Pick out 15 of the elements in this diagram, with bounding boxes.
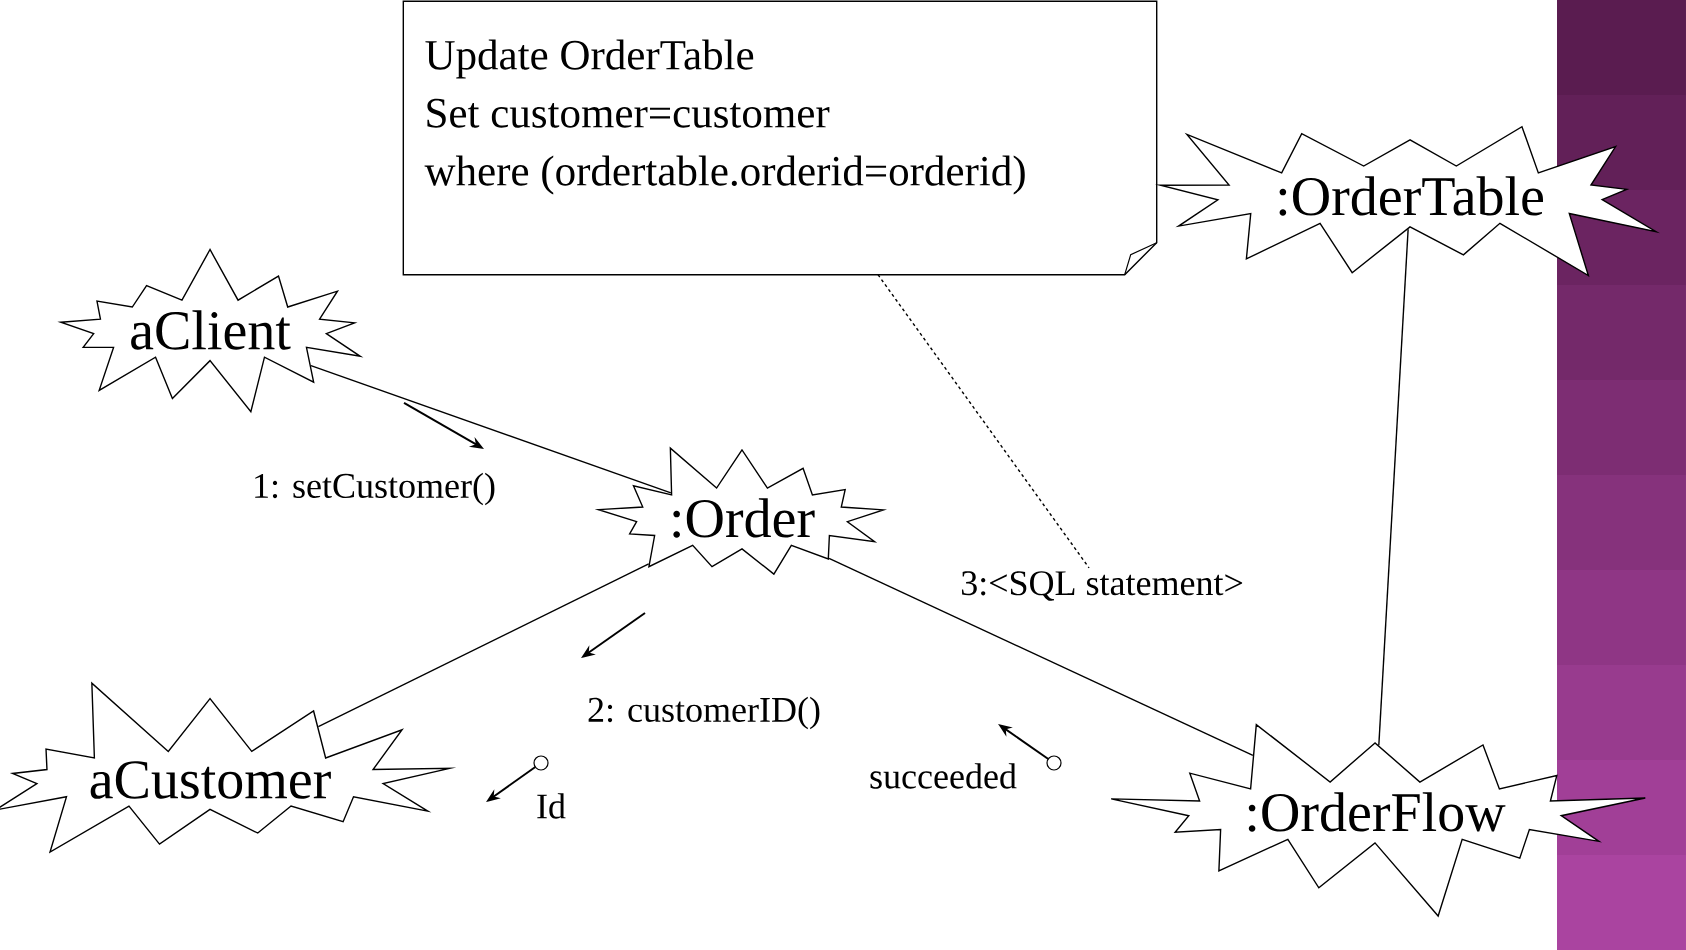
message-label: succeeded — [870, 763, 1017, 789]
association-line — [310, 364, 672, 494]
association-line — [828, 557, 1254, 756]
association-line — [317, 563, 650, 728]
object-starburst: :OrderFlow — [1110, 723, 1646, 918]
leader-line — [877, 274, 1090, 569]
message-label: Id — [537, 793, 566, 819]
object-starburst: aCustomer — [0, 681, 457, 854]
message-label: 2: customerID() — [588, 696, 820, 730]
object-starburst: :OrderTable — [1154, 125, 1661, 278]
message-label: 3:<SQL statement> — [957, 568, 1247, 604]
note-box: Update OrderTable Set customer=customer where (ordertable.orderid=orderid) — [402, 0, 1158, 276]
object-starburst: :Order — [594, 446, 888, 576]
object-starburst: aClient — [57, 248, 364, 414]
message-label: 1: setCustomer() — [255, 472, 495, 506]
